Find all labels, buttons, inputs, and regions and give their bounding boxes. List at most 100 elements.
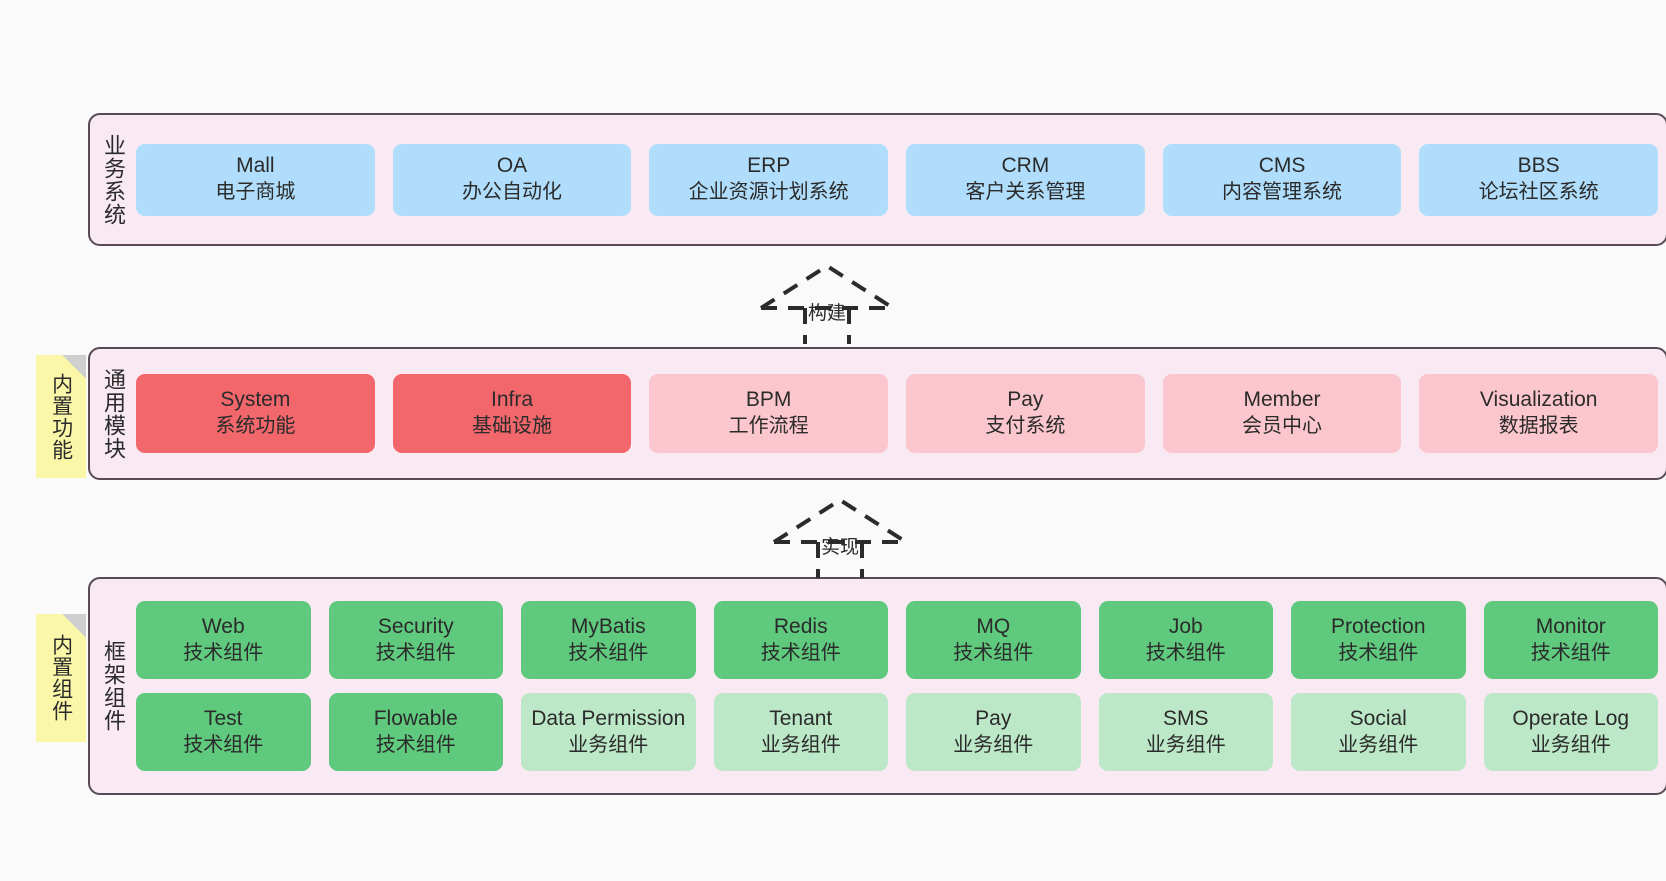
- card-cms[interactable]: CMS 内容管理系统: [1162, 143, 1402, 216]
- card-title: Protection: [1330, 614, 1426, 638]
- card-subtitle: 技术组件: [1530, 641, 1611, 664]
- layer-framework-components[interactable]: 框架组件 Web 技术组件 Security 技术组件 MyBatis 技术组件…: [88, 577, 1666, 795]
- card-subtitle: 业务组件: [953, 733, 1034, 756]
- card-title: Pay: [975, 706, 1012, 730]
- card-title: Visualization: [1479, 388, 1598, 412]
- connector-label-build: 构建: [807, 303, 847, 324]
- layer-title-common-modules: 通用模块: [100, 367, 126, 460]
- card-title: Data Permission: [531, 706, 686, 730]
- card-tenant[interactable]: Tenant 业务组件: [713, 693, 888, 771]
- card-subtitle: 企业资源计划系统: [688, 181, 849, 204]
- card-title: MyBatis: [570, 614, 646, 638]
- card-job[interactable]: Job 技术组件: [1098, 601, 1273, 679]
- card-bpm[interactable]: BPM 工作流程: [649, 374, 889, 453]
- card-subtitle: 业务组件: [760, 733, 841, 756]
- layer-business-systems[interactable]: 业务系统 Mall 电子商城 OA 办公自动化 ERP 企业资源计划系统 CRM…: [88, 113, 1666, 246]
- connector-label-implement: 实现: [820, 537, 860, 558]
- card-subtitle: 技术组件: [375, 733, 456, 756]
- card-title: MQ: [976, 614, 1011, 638]
- card-data-permission[interactable]: Data Permission 业务组件: [521, 693, 696, 771]
- card-subtitle: 技术组件: [953, 641, 1034, 664]
- card-subtitle: 技术组件: [1145, 641, 1226, 664]
- card-protection[interactable]: Protection 技术组件: [1291, 601, 1466, 679]
- card-member[interactable]: Member 会员中心: [1162, 374, 1402, 453]
- card-sms[interactable]: SMS 业务组件: [1098, 693, 1273, 771]
- card-title: Flowable: [373, 706, 458, 730]
- card-monitor[interactable]: Monitor 技术组件: [1483, 601, 1658, 679]
- card-title: Tenant: [769, 706, 833, 730]
- card-title: BPM: [745, 388, 792, 412]
- card-subtitle: 业务组件: [568, 733, 649, 756]
- card-title: Infra: [490, 388, 534, 412]
- card-subtitle: 系统功能: [215, 415, 296, 438]
- card-pay[interactable]: Pay 支付系统: [906, 374, 1145, 453]
- card-title: Web: [201, 614, 245, 638]
- layer-body-framework-components: Web 技术组件 Security 技术组件 MyBatis 技术组件 Redi…: [136, 579, 1666, 793]
- card-subtitle: 技术组件: [568, 641, 649, 664]
- card-subtitle: 技术组件: [1338, 641, 1419, 664]
- card-operate-log[interactable]: Operate Log 业务组件: [1483, 693, 1658, 771]
- card-crm[interactable]: CRM 客户关系管理: [906, 143, 1145, 216]
- card-test[interactable]: Test 技术组件: [136, 693, 311, 771]
- card-title: BBS: [1517, 154, 1560, 178]
- connector-build: 构建: [759, 262, 895, 344]
- arrowhead-open-triangle: [759, 263, 895, 310]
- connector-stem: [816, 542, 864, 578]
- connector-implement: 实现: [772, 496, 908, 578]
- card-subtitle: 内容管理系统: [1222, 181, 1343, 204]
- card-subtitle: 电子商城: [215, 181, 296, 204]
- card-web[interactable]: Web 技术组件: [136, 601, 311, 679]
- card-title: Security: [377, 614, 454, 638]
- card-subtitle: 工作流程: [728, 415, 809, 438]
- layer-body-business-systems: Mall 电子商城 OA 办公自动化 ERP 企业资源计划系统 CRM 客户关系…: [136, 115, 1666, 244]
- card-subtitle: 基础设施: [472, 415, 552, 438]
- card-subtitle: 业务组件: [1338, 733, 1419, 756]
- card-subtitle: 技术组件: [183, 733, 264, 756]
- card-mq[interactable]: MQ 技术组件: [906, 601, 1081, 679]
- card-row: Test 技术组件 Flowable 技术组件 Data Permission …: [136, 693, 1658, 771]
- card-infra[interactable]: Infra 基础设施: [392, 374, 632, 453]
- card-pay-business[interactable]: Pay 业务组件: [906, 693, 1081, 771]
- card-title: OA: [496, 154, 528, 178]
- card-erp[interactable]: ERP 企业资源计划系统: [649, 143, 889, 216]
- card-row: System 系统功能 Infra 基础设施 BPM 工作流程 Pay 支付系统…: [136, 374, 1659, 453]
- card-oa[interactable]: OA 办公自动化: [392, 143, 632, 216]
- layer-title-business-systems: 业务系统: [100, 133, 126, 226]
- card-title: Job: [1168, 614, 1203, 638]
- card-subtitle: 业务组件: [1145, 733, 1226, 756]
- card-security[interactable]: Security 技术组件: [328, 601, 503, 679]
- card-social[interactable]: Social 业务组件: [1291, 693, 1466, 771]
- card-title: CRM: [1001, 154, 1050, 178]
- card-row: Mall 电子商城 OA 办公自动化 ERP 企业资源计划系统 CRM 客户关系…: [136, 143, 1659, 216]
- card-subtitle: 支付系统: [985, 415, 1066, 438]
- sticky-note-builtin-components: 内置组件: [36, 614, 86, 742]
- layer-title-framework-components: 框架组件: [100, 640, 126, 732]
- card-subtitle: 业务组件: [1530, 733, 1611, 756]
- sticky-note-label: 内置功能: [49, 372, 73, 461]
- card-bbs[interactable]: BBS 论坛社区系统: [1419, 143, 1659, 216]
- card-subtitle: 会员中心: [1242, 415, 1323, 438]
- card-mybatis[interactable]: MyBatis 技术组件: [521, 601, 696, 679]
- card-system[interactable]: System 系统功能: [136, 374, 375, 453]
- card-mall[interactable]: Mall 电子商城: [136, 143, 375, 216]
- card-title: Social: [1349, 706, 1407, 730]
- card-title: SMS: [1162, 706, 1209, 730]
- card-subtitle: 论坛社区系统: [1478, 181, 1599, 204]
- connector-stem: [803, 308, 851, 344]
- folded-corner-icon: [62, 614, 86, 638]
- arrowhead-open-triangle: [772, 497, 908, 544]
- card-title: Test: [203, 706, 243, 730]
- card-title: Pay: [1007, 388, 1044, 412]
- card-visualization[interactable]: Visualization 数据报表: [1419, 374, 1659, 453]
- card-title: Member: [1243, 388, 1321, 412]
- card-title: Monitor: [1535, 614, 1606, 638]
- card-subtitle: 数据报表: [1498, 415, 1579, 438]
- card-row: Web 技术组件 Security 技术组件 MyBatis 技术组件 Redi…: [136, 601, 1658, 679]
- layer-common-modules[interactable]: 通用模块 System 系统功能 Infra 基础设施 BPM 工作流程 Pay…: [88, 347, 1666, 480]
- card-flowable[interactable]: Flowable 技术组件: [328, 693, 503, 771]
- layer-body-common-modules: System 系统功能 Infra 基础设施 BPM 工作流程 Pay 支付系统…: [136, 349, 1666, 478]
- card-redis[interactable]: Redis 技术组件: [713, 601, 888, 679]
- card-title: Redis: [773, 614, 828, 638]
- sticky-note-builtin-features: 内置功能: [36, 355, 86, 478]
